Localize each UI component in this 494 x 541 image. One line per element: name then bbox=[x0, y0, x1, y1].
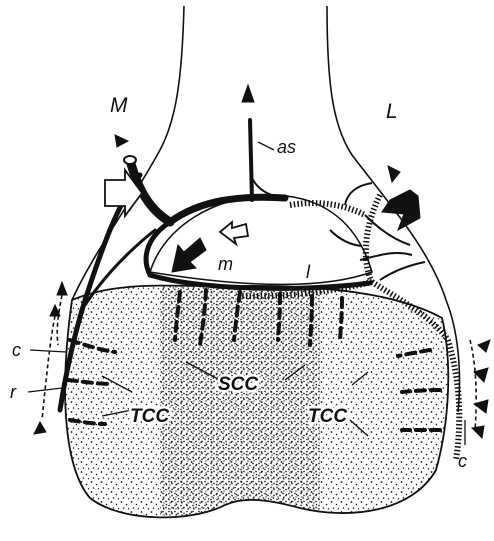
label-c-left: c bbox=[12, 340, 21, 360]
arrowhead-icon bbox=[472, 426, 484, 438]
label-c-right: c bbox=[458, 451, 467, 471]
arrowhead-icon bbox=[388, 166, 400, 182]
label-as: as bbox=[277, 137, 296, 157]
arrowhead-icon bbox=[34, 422, 46, 434]
label-m: m bbox=[218, 254, 233, 274]
solid-arrow-icon bbox=[382, 190, 420, 230]
label-r: r bbox=[10, 382, 17, 402]
vessel-lumen bbox=[124, 156, 136, 164]
arrowhead-icon bbox=[478, 340, 490, 352]
arrowhead-icon bbox=[115, 135, 128, 147]
femoral-condyles bbox=[65, 280, 448, 520]
arrowhead-icon bbox=[57, 282, 67, 295]
label-lateral: L bbox=[386, 100, 398, 123]
right-recurrent-arcs bbox=[470, 340, 476, 430]
label-tcc-right: TCC bbox=[308, 406, 347, 427]
label-scc: SCC bbox=[218, 374, 258, 395]
label-medial: M bbox=[110, 94, 128, 117]
label-tcc-left: TCC bbox=[130, 406, 169, 427]
arrow-up-icon bbox=[242, 85, 254, 102]
